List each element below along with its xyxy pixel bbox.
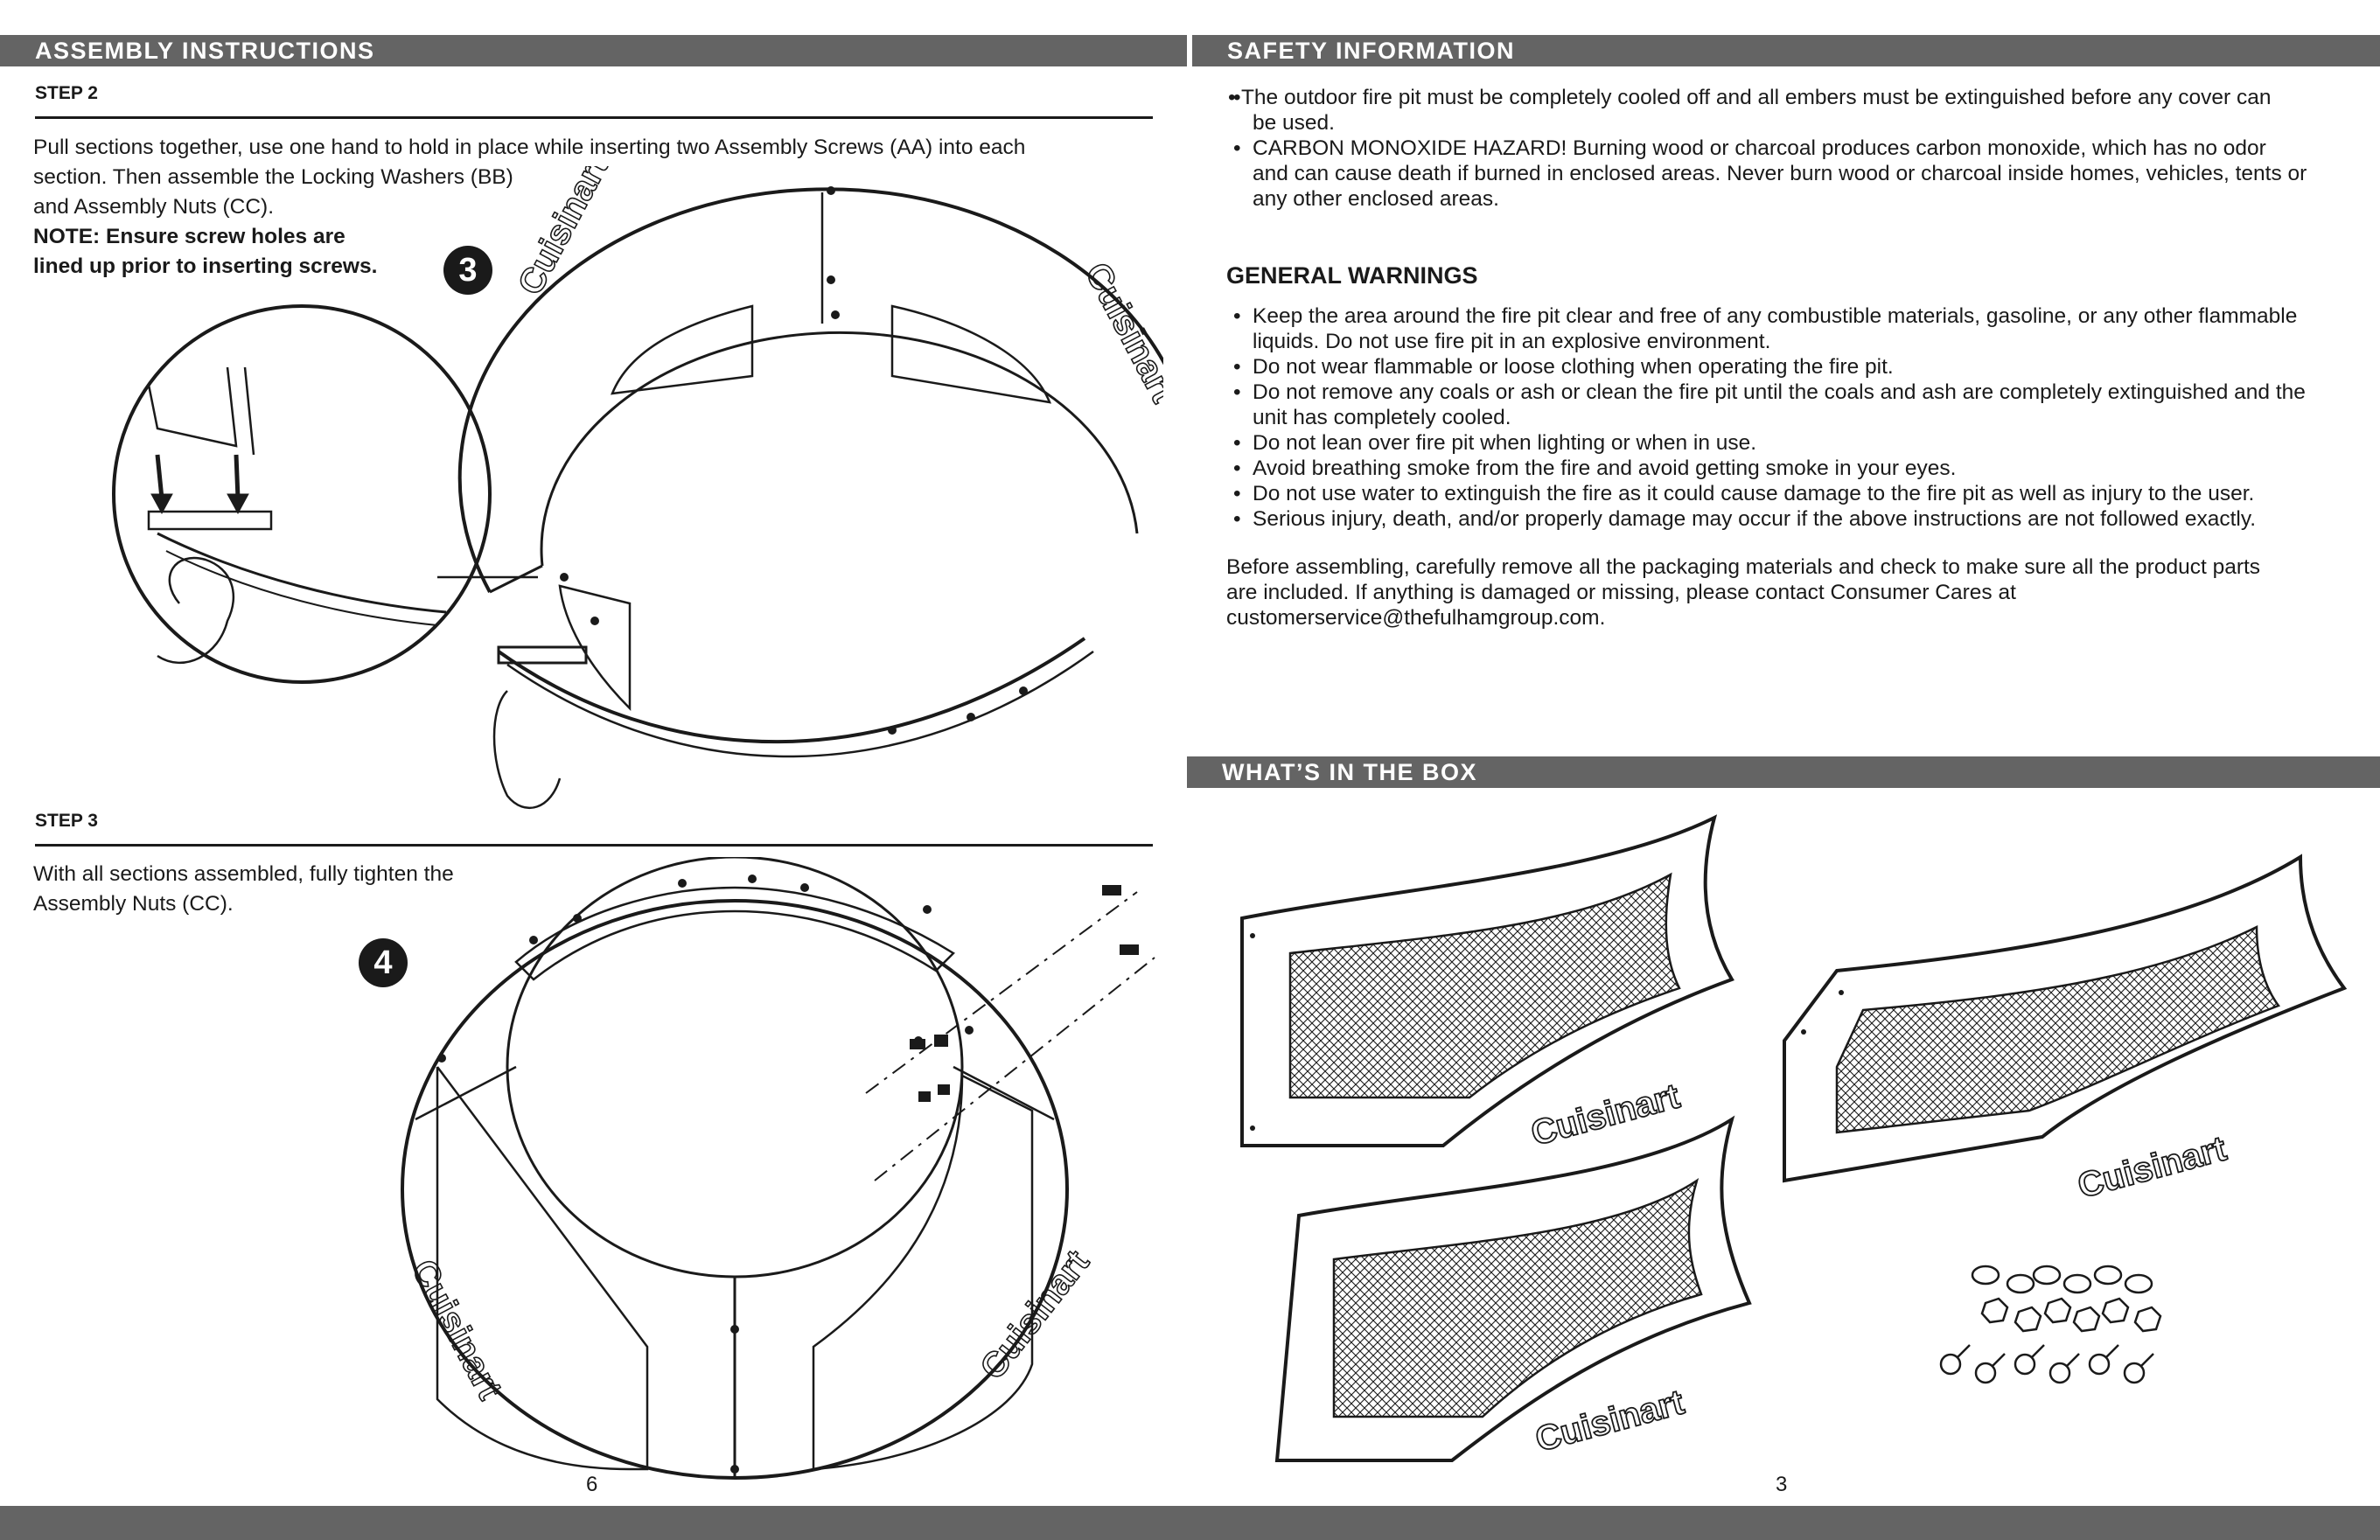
step2-line-2: section. Then assemble the Locking Washe…: [33, 165, 513, 189]
safety-item-2-line-3: any other enclosed areas.: [1253, 187, 1499, 211]
warning-7: Serious injury, death, and/or properly d…: [1253, 507, 2257, 531]
fire-pit-panel-2: Cuisinart: [1783, 854, 2348, 1207]
brand-logo-step2-left: Cuisinart: [511, 166, 616, 301]
left-page-number: 6: [586, 1473, 598, 1496]
step3-line-2: Assembly Nuts (CC).: [33, 892, 234, 916]
step2-note-line-1: NOTE: Ensure screw holes are: [33, 225, 345, 248]
step2-note-line-2: lined up prior to inserting screws.: [33, 254, 378, 278]
step3-title: STEP 3: [35, 811, 98, 831]
warning-1-line-1: Keep the area around the fire pit clear …: [1253, 304, 2298, 328]
warning-3-line-2: unit has completely cooled.: [1253, 406, 1511, 429]
warning-item: Do not wear flammable or loose clothing …: [1228, 354, 2356, 380]
step2-illustration: Cuisinart Cuisinart: [112, 166, 1163, 810]
safety-item: • The outdoor fire pit must be completel…: [1228, 85, 2356, 136]
brand-logo-panel-1: Cuisinart: [1527, 1077, 1684, 1153]
before-line-1: Before assembling, carefully remove all …: [1226, 555, 2261, 579]
step2-title: STEP 2: [35, 83, 98, 103]
warning-3-line-1: Do not remove any coals or ash or clean …: [1253, 380, 2306, 404]
before-line-2: are included. If anything is damaged or …: [1226, 581, 2016, 604]
safety-information-header: SAFETY INFORMATION: [1192, 35, 2380, 66]
fire-pit-panel-3: Cuisinart: [1274, 1115, 1752, 1462]
step2-instructions: Pull sections together, use one hand to …: [33, 133, 1118, 282]
warning-2: Do not wear flammable or loose clothing …: [1253, 355, 1894, 379]
hardware-kit: [1939, 1265, 2162, 1384]
warning-5: Avoid breathing smoke from the fire and …: [1253, 456, 1957, 480]
general-warnings-title: GENERAL WARNINGS: [1226, 262, 1478, 289]
brand-logo-panel-3: Cuisinart: [1532, 1383, 1688, 1459]
step3-line-1: With all sections assembled, fully tight…: [33, 862, 454, 886]
before-line-3: customerservice@thefulhamgroup.com.: [1226, 606, 1606, 630]
step3-illustration: Cuisinart Cuisinart: [401, 857, 1155, 1480]
brand-logo-step3-right: Cuisinart: [973, 1244, 1096, 1387]
safety-item-1-line-2: be used.: [1253, 111, 1335, 135]
step3-rule: [35, 844, 1153, 847]
warning-item: Avoid breathing smoke from the fire and …: [1228, 456, 2356, 481]
warning-1-line-2: liquids. Do not use fire pit in an explo…: [1253, 330, 1771, 353]
safety-item: CARBON MONOXIDE HAZARD! Burning wood or …: [1228, 136, 2356, 212]
brand-logo-panel-2: Cuisinart: [2074, 1129, 2230, 1205]
safety-list: • The outdoor fire pit must be completel…: [1228, 85, 2356, 212]
safety-item-2-line-2: and can cause death if burned in enclose…: [1253, 162, 2307, 185]
warnings-list: Keep the area around the fire pit clear …: [1228, 303, 2356, 532]
footer-bar: [0, 1506, 2380, 1540]
whats-in-the-box-header: WHAT’S IN THE BOX: [1187, 756, 2380, 788]
step2-line-1: Pull sections together, use one hand to …: [33, 136, 1026, 159]
right-page-number: 3: [1776, 1473, 1788, 1496]
warning-item: Do not lean over fire pit when lighting …: [1228, 430, 2356, 456]
warning-item: Do not use water to extinguish the fire …: [1228, 481, 2356, 506]
brand-logo-step3-left: Cuisinart: [404, 1254, 509, 1406]
whats-in-the-box-illustration: Cuisinart Cuisinart Cuisinart: [1240, 814, 2348, 1462]
warning-item: Do not remove any coals or ash or clean …: [1228, 380, 2356, 430]
brand-logo-step2-right: Cuisinart: [1078, 257, 1163, 409]
assembly-instructions-header: ASSEMBLY INSTRUCTIONS: [0, 35, 1187, 66]
figure-3-badge: 3: [443, 246, 492, 295]
step2-rule: [35, 116, 1153, 119]
safety-item-2-line-1: CARBON MONOXIDE HAZARD! Burning wood or …: [1253, 136, 2266, 160]
step2-line-3: and Assembly Nuts (CC).: [33, 195, 275, 219]
before-assembling-text: Before assembling, carefully remove all …: [1226, 554, 2363, 631]
safety-item-1-line-1: • The outdoor fire pit must be completel…: [1228, 86, 2272, 109]
warning-item: Serious injury, death, and/or properly d…: [1228, 506, 2356, 532]
step3-instructions: With all sections assembled, fully tight…: [33, 860, 558, 919]
warning-4: Do not lean over fire pit when lighting …: [1253, 431, 1757, 455]
figure-4-badge: 4: [359, 938, 408, 987]
warning-item: Keep the area around the fire pit clear …: [1228, 303, 2356, 354]
fire-pit-panel-1: Cuisinart: [1240, 814, 1734, 1154]
warning-6: Do not use water to extinguish the fire …: [1253, 482, 2255, 505]
